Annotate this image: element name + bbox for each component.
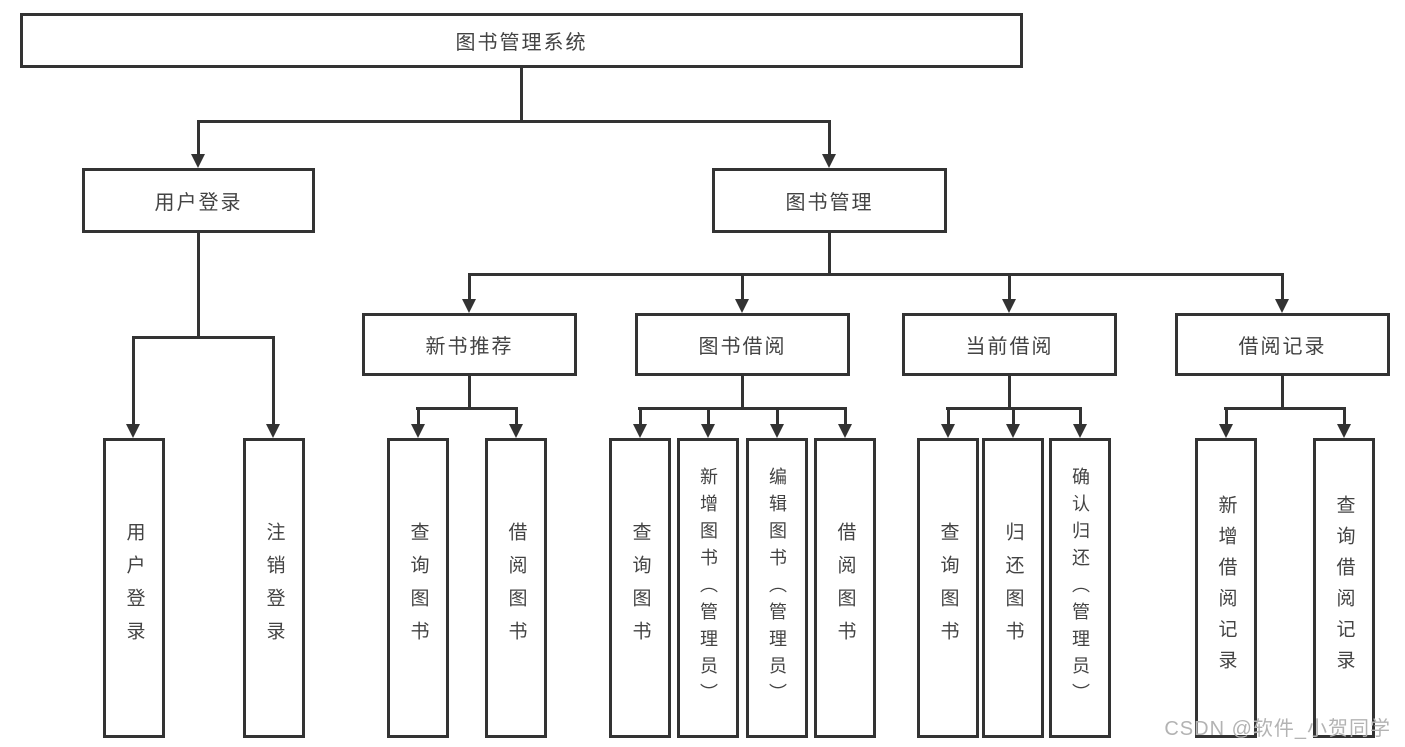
watermark: CSDN @软件_小贺同学 <box>1164 718 1391 740</box>
connector-borrowing-records-stem <box>1281 376 1284 409</box>
arrowhead-user-login-icon <box>191 154 205 168</box>
connector-arrow-user-login-shaft <box>197 120 200 156</box>
connector-arrow-new-book-recommend-shaft <box>468 273 471 301</box>
connector-root-hline <box>197 120 831 123</box>
node-leaf-bb-query-books: 查询图书 <box>609 438 671 738</box>
arrowhead-br-query-icon <box>1337 424 1351 438</box>
connector-new-book-recommend-hline <box>416 407 518 410</box>
connector-arrow-book-management-shaft <box>828 120 831 156</box>
node-leaf-nbr-query-books: 查询图书 <box>387 438 449 738</box>
node-leaf-bb-add-books: 新增图书（管理员） <box>677 438 739 738</box>
arrowhead-leaf-logout-icon <box>266 424 280 438</box>
arrowhead-current-borrowing-icon <box>1002 299 1016 313</box>
connector-arrow-cb-query-shaft <box>947 407 950 426</box>
connector-arrow-book-borrowing-shaft <box>741 273 744 301</box>
node-leaf-br-add-record: 新增借阅记录 <box>1195 438 1257 738</box>
node-leaf-cb-query-books: 查询图书 <box>917 438 979 738</box>
arrowhead-bb-edit-icon <box>770 424 784 438</box>
connector-arrow-br-query-shaft <box>1343 407 1346 426</box>
arrowhead-cb-confirm-icon <box>1073 424 1087 438</box>
arrowhead-book-management-icon <box>822 154 836 168</box>
arrowhead-bb-borrow-icon <box>838 424 852 438</box>
arrowhead-new-book-recommend-icon <box>462 299 476 313</box>
connector-book-borrowing-hline <box>638 407 847 410</box>
node-leaf-cb-confirm-return: 确认归还（管理员） <box>1049 438 1111 738</box>
connector-arrow-br-add-shaft <box>1225 407 1228 426</box>
node-leaf-bb-edit-books: 编辑图书（管理员） <box>746 438 808 738</box>
connector-arrow-nbr-borrow-shaft <box>515 407 518 426</box>
connector-book-management-stem <box>828 232 831 276</box>
node-leaf-user-login: 用户登录 <box>103 438 165 738</box>
connector-arrow-current-borrowing-shaft <box>1008 273 1011 301</box>
connector-arrow-borrowing-records-shaft <box>1281 273 1284 301</box>
arrowhead-cb-query-icon <box>941 424 955 438</box>
arrowhead-cb-return-icon <box>1006 424 1020 438</box>
node-book-management: 图书管理 <box>712 168 947 233</box>
connector-arrow-bb-add-shaft <box>707 407 710 426</box>
connector-arrow-bb-borrow-shaft <box>844 407 847 426</box>
node-current-borrowing: 当前借阅 <box>902 313 1117 376</box>
connector-arrow-cb-confirm-shaft <box>1079 407 1082 426</box>
arrowhead-borrowing-records-icon <box>1275 299 1289 313</box>
arrowhead-br-add-icon <box>1219 424 1233 438</box>
arrowhead-nbr-borrow-icon <box>509 424 523 438</box>
arrowhead-nbr-query-icon <box>411 424 425 438</box>
arrowhead-book-borrowing-icon <box>735 299 749 313</box>
connector-book-borrowing-stem <box>741 376 744 409</box>
connector-book-management-hline <box>468 273 1284 276</box>
node-leaf-nbr-borrow-books: 借阅图书 <box>485 438 547 738</box>
connector-arrow-cb-return-shaft <box>1012 407 1015 426</box>
node-borrowing-records: 借阅记录 <box>1175 313 1390 376</box>
connector-new-book-recommend-stem <box>468 376 471 409</box>
connector-arrow-leaf-logout-shaft <box>272 336 275 426</box>
connector-current-borrowing-stem <box>1008 376 1011 409</box>
arrowhead-bb-query-icon <box>633 424 647 438</box>
connector-user-login-stem <box>197 233 200 338</box>
arrowhead-bb-add-icon <box>701 424 715 438</box>
node-leaf-logout-login: 注销登录 <box>243 438 305 738</box>
node-leaf-br-query-record: 查询借阅记录 <box>1313 438 1375 738</box>
connector-arrow-nbr-query-shaft <box>417 407 420 426</box>
node-user-login: 用户登录 <box>82 168 315 233</box>
node-leaf-cb-return-books: 归还图书 <box>982 438 1044 738</box>
arrowhead-leaf-user-login-icon <box>126 424 140 438</box>
node-new-book-recommend: 新书推荐 <box>362 313 577 376</box>
connector-arrow-bb-edit-shaft <box>776 407 779 426</box>
connector-arrow-bb-query-shaft <box>639 407 642 426</box>
connector-root-stem <box>520 68 523 123</box>
node-root: 图书管理系统 <box>20 13 1023 68</box>
connector-user-login-hline <box>132 336 275 339</box>
node-book-borrowing: 图书借阅 <box>635 313 850 376</box>
connector-arrow-leaf-user-login-shaft <box>132 336 135 426</box>
node-leaf-bb-borrow-books: 借阅图书 <box>814 438 876 738</box>
connector-borrowing-records-hline <box>1224 407 1345 410</box>
